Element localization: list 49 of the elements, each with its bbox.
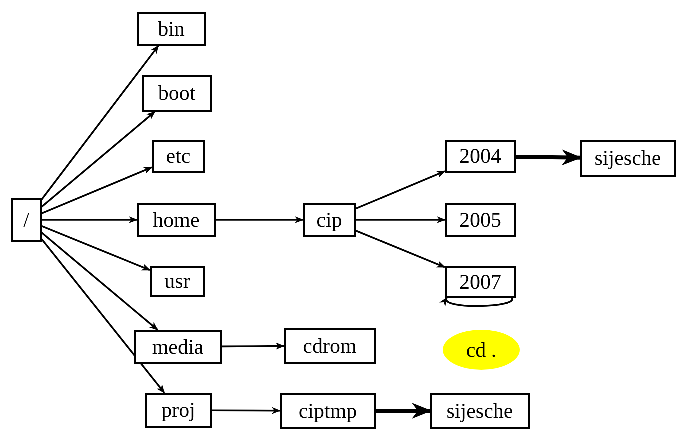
directory-box <box>145 393 212 428</box>
node-label: 2007 <box>460 272 502 292</box>
arrow <box>41 45 160 200</box>
node-label: ciptmp <box>298 400 358 422</box>
node-label: cip <box>316 210 342 230</box>
directory-box <box>445 203 516 237</box>
directory-box <box>134 330 222 364</box>
node-label: 2005 <box>460 210 502 230</box>
directory-box <box>280 393 376 429</box>
directory-box <box>445 266 516 298</box>
node-label: usr <box>164 271 190 292</box>
directory-box <box>11 198 42 242</box>
directory-box <box>303 203 356 237</box>
directory-box <box>137 203 216 237</box>
arrow <box>42 166 153 214</box>
node-label: proj <box>162 400 196 421</box>
node-label: 2004 <box>460 146 502 167</box>
arrow <box>212 407 281 414</box>
arrow <box>41 111 156 208</box>
arrow <box>41 238 166 394</box>
directory-box <box>142 75 212 112</box>
node-label: / <box>24 210 30 230</box>
arrow <box>356 216 446 224</box>
node-label: sijesche <box>594 148 662 169</box>
node-label: cdrom <box>303 336 357 356</box>
arrow <box>42 216 138 224</box>
node-label: boot <box>158 83 196 104</box>
node-label: bin <box>158 18 185 40</box>
directory-box <box>445 140 516 173</box>
directory-box <box>152 140 205 173</box>
directory-box <box>284 328 376 364</box>
arrow <box>376 403 432 419</box>
arrow <box>41 232 158 331</box>
arrow <box>356 170 446 210</box>
node-label: etc <box>166 146 191 167</box>
arrow <box>516 150 582 166</box>
directory-box <box>150 266 205 297</box>
arrow <box>42 225 151 272</box>
arrow <box>442 297 514 308</box>
node-label: cd . <box>466 340 497 360</box>
node-label: home <box>153 210 200 230</box>
arrow <box>222 342 285 350</box>
directory-box <box>580 140 676 177</box>
node-label: media <box>152 336 204 358</box>
arrow <box>356 230 446 268</box>
directory-box <box>430 393 530 429</box>
node-label: sijesche <box>446 400 514 422</box>
arrow <box>216 216 304 224</box>
directory-box <box>137 12 206 46</box>
